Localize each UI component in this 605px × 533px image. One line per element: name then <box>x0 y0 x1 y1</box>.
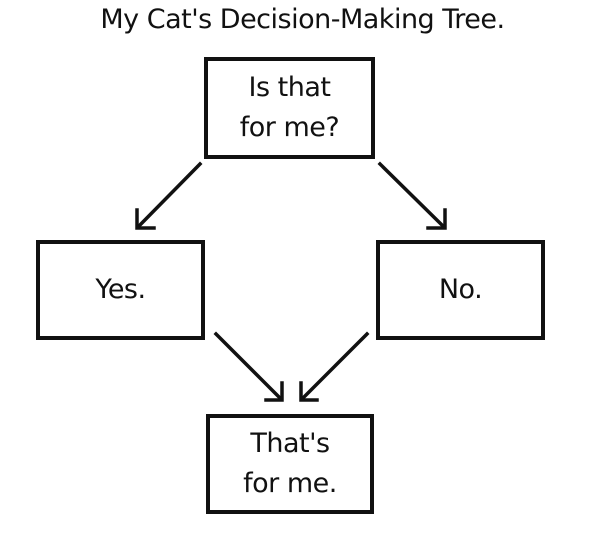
question-line-1: Is that <box>248 72 331 103</box>
no-label: No. <box>438 274 483 305</box>
arrow-yes-to-result-icon <box>213 331 284 402</box>
question-node: Is that for me? <box>204 57 375 159</box>
result-line-2: for me. <box>243 468 337 499</box>
no-node: No. <box>376 240 545 340</box>
question-line-2: for me? <box>239 112 340 143</box>
diagram-title: My Cat's Decision-Making Tree. <box>100 4 505 35</box>
yes-label: Yes. <box>95 274 146 305</box>
result-node: That's for me. <box>206 414 374 514</box>
arrow-question-to-no-icon <box>377 161 447 230</box>
yes-node: Yes. <box>36 240 205 340</box>
result-line-1: That's <box>250 428 330 459</box>
arrow-no-to-result-icon <box>299 331 370 402</box>
arrow-question-to-yes-icon <box>135 161 203 230</box>
